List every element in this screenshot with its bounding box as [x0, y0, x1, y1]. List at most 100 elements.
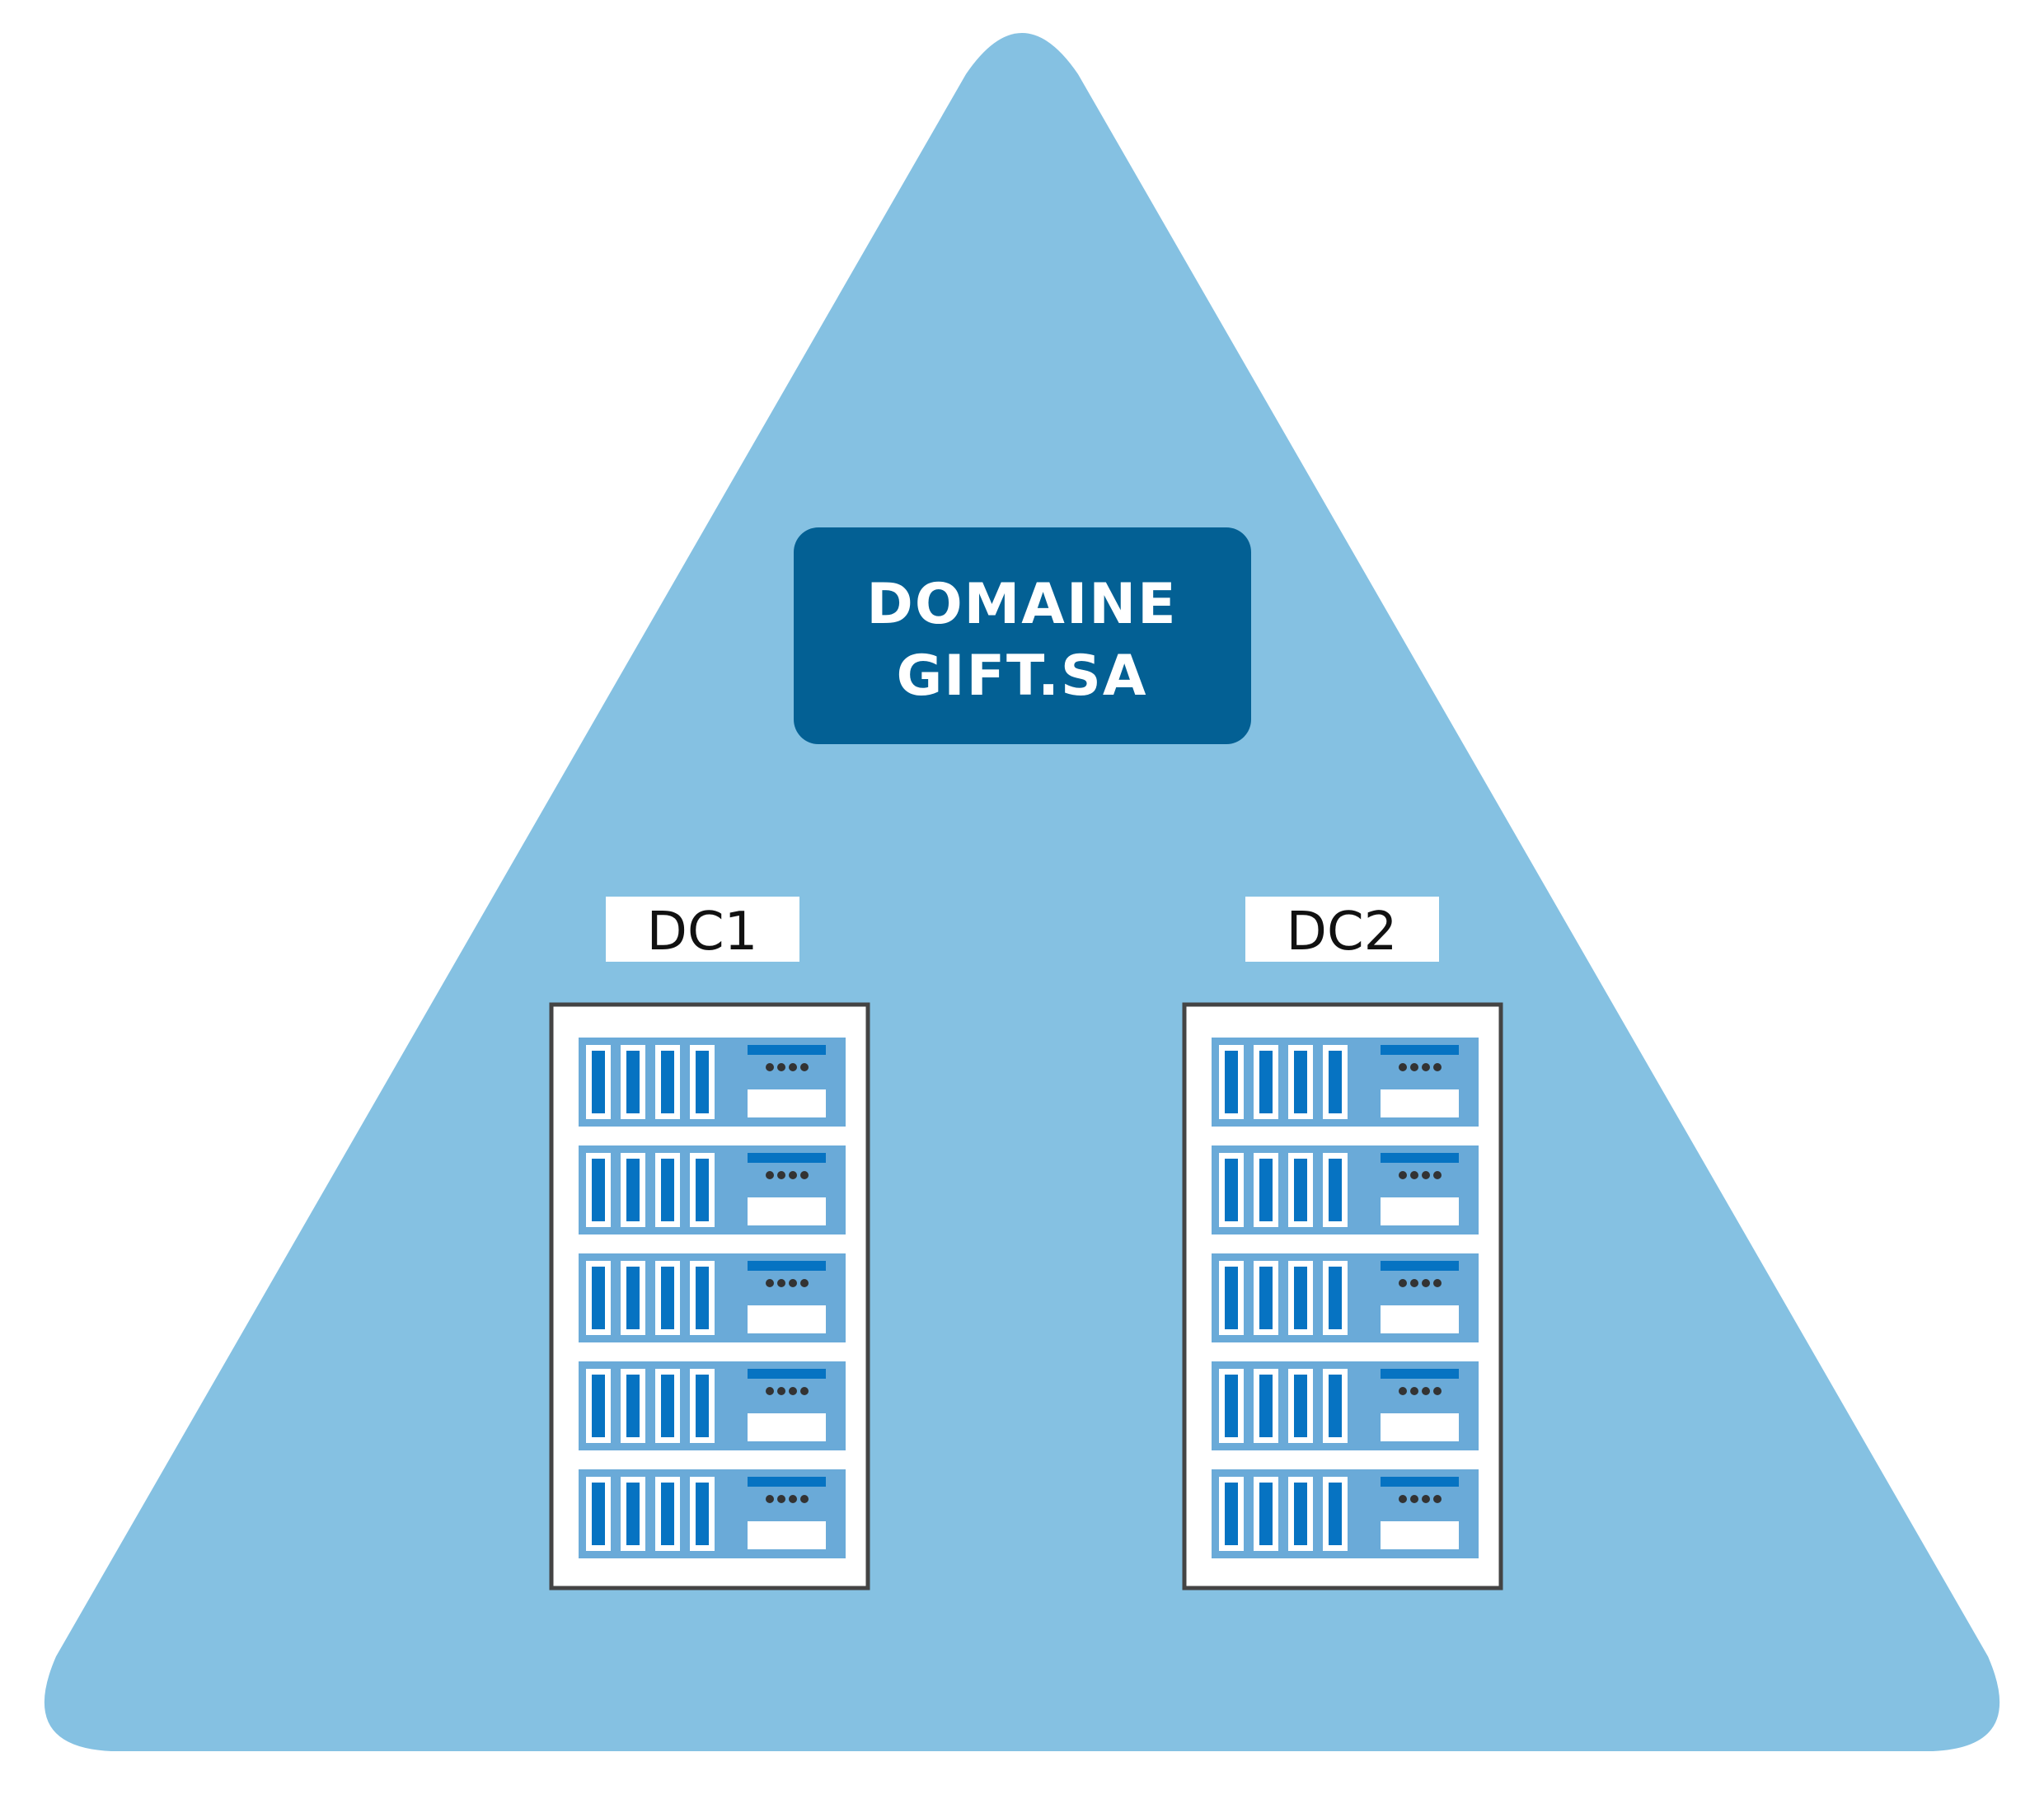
drive-slot-fill: [696, 1483, 709, 1545]
indicator-dot: [1399, 1495, 1407, 1503]
drive-slot-fill: [661, 1159, 674, 1221]
drive-slot-fill: [1225, 1159, 1238, 1221]
drive-slot-fill: [661, 1267, 674, 1329]
indicator-dot: [789, 1063, 797, 1071]
indicator-dot: [1422, 1387, 1430, 1395]
indicator-dot: [1399, 1063, 1407, 1071]
drive-slot-fill: [661, 1051, 674, 1113]
drive-slot-fill: [696, 1375, 709, 1437]
drive-slot-fill: [1329, 1375, 1342, 1437]
indicator-dot: [766, 1495, 774, 1503]
drive-slot-fill: [1294, 1267, 1307, 1329]
drive-slot-fill: [696, 1051, 709, 1113]
drive-slot-fill: [592, 1159, 605, 1221]
drive-slot-fill: [592, 1267, 605, 1329]
indicator-dot: [777, 1387, 785, 1395]
drive-slot-fill: [1225, 1483, 1238, 1545]
indicator-dot: [800, 1171, 809, 1179]
drive-slot-fill: [1225, 1267, 1238, 1329]
indicator-dot: [766, 1171, 774, 1179]
drive-slot-fill: [1259, 1267, 1273, 1329]
unit-display: [1381, 1521, 1459, 1549]
indicator-dot: [1433, 1279, 1442, 1287]
dc1-label-text: DC1: [647, 902, 758, 963]
indicator-dot: [1410, 1171, 1418, 1179]
drive-slot-fill: [1329, 1051, 1342, 1113]
drive-slot-fill: [592, 1375, 605, 1437]
indicator-strip: [748, 1045, 826, 1055]
indicator-dot: [789, 1171, 797, 1179]
unit-display: [748, 1305, 826, 1333]
dc2-label: DC2: [1245, 897, 1439, 963]
server-rack-icon: [549, 1002, 870, 1591]
indicator-dot: [1422, 1495, 1430, 1503]
indicator-dot: [800, 1279, 809, 1287]
drive-slot-fill: [626, 1483, 640, 1545]
indicator-dot: [789, 1279, 797, 1287]
rack-unit: [579, 1361, 846, 1450]
indicator-dot: [800, 1387, 809, 1395]
drive-slot-fill: [1225, 1375, 1238, 1437]
rack-unit: [1212, 1038, 1479, 1127]
drive-slot-fill: [626, 1159, 640, 1221]
indicator-dot: [800, 1063, 809, 1071]
indicator-dot: [766, 1279, 774, 1287]
unit-display: [1381, 1305, 1459, 1333]
drive-slot-fill: [1329, 1267, 1342, 1329]
unit-display: [1381, 1413, 1459, 1441]
indicator-dot: [766, 1063, 774, 1071]
unit-display: [748, 1413, 826, 1441]
indicator-dot: [777, 1495, 785, 1503]
unit-display: [748, 1521, 826, 1549]
drive-slot-fill: [1294, 1375, 1307, 1437]
drive-slot-fill: [1329, 1159, 1342, 1221]
rack-unit: [1212, 1469, 1479, 1558]
rack-unit: [579, 1145, 846, 1234]
rack-unit: [1212, 1361, 1479, 1450]
indicator-dot: [1433, 1387, 1442, 1395]
indicator-strip: [1381, 1045, 1459, 1055]
indicator-dot: [789, 1387, 797, 1395]
drive-slot-fill: [1294, 1483, 1307, 1545]
domain-box: DOMAINE GIFT.SA: [794, 527, 1251, 744]
drive-slot-fill: [592, 1051, 605, 1113]
domain-title-line2: GIFT.SA: [896, 644, 1147, 709]
unit-display: [1381, 1089, 1459, 1117]
dc1-label: DC1: [606, 897, 799, 963]
drive-slot-fill: [1329, 1483, 1342, 1545]
drive-slot-fill: [696, 1267, 709, 1329]
drive-slot-fill: [592, 1483, 605, 1545]
rack-unit: [579, 1038, 846, 1127]
indicator-strip: [1381, 1369, 1459, 1379]
indicator-dot: [1399, 1171, 1407, 1179]
drive-slot-fill: [1294, 1159, 1307, 1221]
indicator-dot: [800, 1495, 809, 1503]
rack-unit: [579, 1253, 846, 1342]
indicator-strip: [748, 1261, 826, 1271]
unit-display: [1381, 1197, 1459, 1225]
indicator-strip: [1381, 1477, 1459, 1487]
domain-title-line1: DOMAINE: [866, 572, 1177, 637]
server-rack-icon: [1182, 1002, 1503, 1591]
indicator-dot: [1399, 1387, 1407, 1395]
drive-slot-fill: [1294, 1051, 1307, 1113]
domain-triangle: [44, 33, 2000, 1751]
indicator-dot: [789, 1495, 797, 1503]
indicator-dot: [1433, 1171, 1442, 1179]
dc2-label-text: DC2: [1287, 902, 1398, 963]
indicator-dot: [1433, 1063, 1442, 1071]
indicator-dot: [1410, 1495, 1418, 1503]
indicator-dot: [1422, 1063, 1430, 1071]
indicator-dot: [1410, 1063, 1418, 1071]
rack-unit: [1212, 1145, 1479, 1234]
indicator-dot: [777, 1279, 785, 1287]
indicator-dot: [1399, 1279, 1407, 1287]
rack-unit: [1212, 1253, 1479, 1342]
indicator-dot: [766, 1387, 774, 1395]
indicator-strip: [748, 1369, 826, 1379]
indicator-dot: [1410, 1279, 1418, 1287]
drive-slot-fill: [1259, 1051, 1273, 1113]
drive-slot-fill: [626, 1375, 640, 1437]
rack-unit: [579, 1469, 846, 1558]
